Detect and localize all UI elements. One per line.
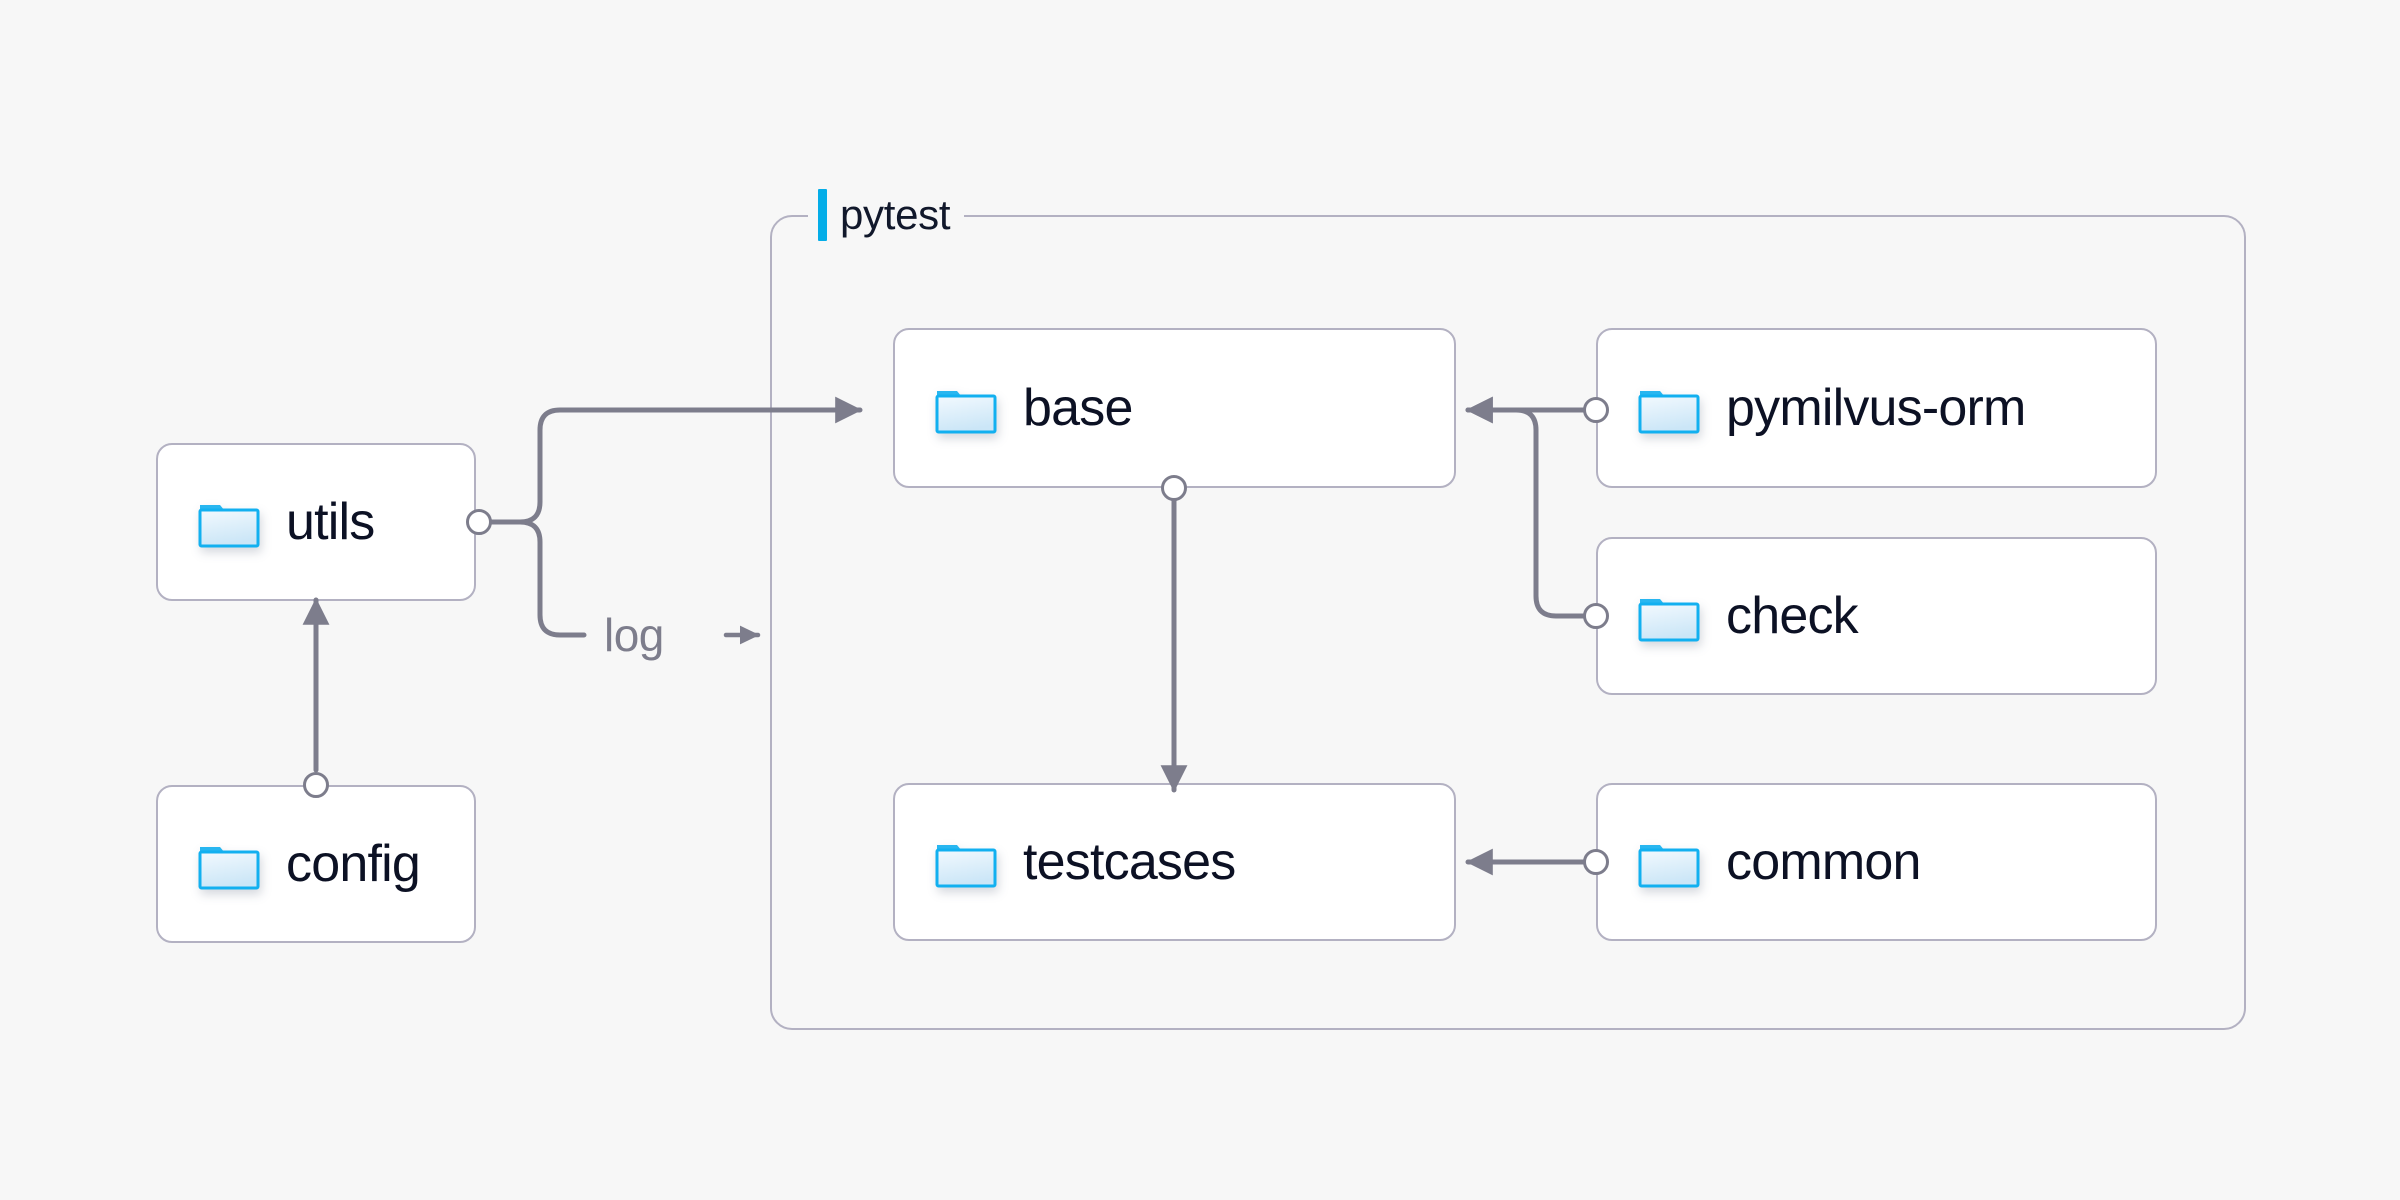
port-common-left[interactable] <box>1583 849 1609 875</box>
node-testcases[interactable]: testcases <box>893 783 1456 941</box>
group-pytest-label: pytest <box>808 188 965 242</box>
accent-bar-icon <box>818 189 827 241</box>
node-common-label: common <box>1726 833 1921 891</box>
edge-label-log: log <box>604 609 664 661</box>
node-base-label: base <box>1023 379 1133 437</box>
port-config-top[interactable] <box>303 772 329 798</box>
folder-icon <box>198 496 260 548</box>
node-pymilvus-orm-label: pymilvus-orm <box>1726 379 2026 437</box>
node-pymilvus-orm[interactable]: pymilvus-orm <box>1596 328 2157 488</box>
node-utils[interactable]: utils <box>156 443 476 601</box>
node-base[interactable]: base <box>893 328 1456 488</box>
folder-icon <box>1638 382 1700 434</box>
node-utils-label: utils <box>286 493 375 551</box>
folder-icon <box>1638 836 1700 888</box>
edge-utils-to-pytest-log <box>489 519 587 638</box>
node-check[interactable]: check <box>1596 537 2157 695</box>
folder-icon <box>1638 590 1700 642</box>
node-config-label: config <box>286 835 421 893</box>
node-check-label: check <box>1726 587 1859 645</box>
folder-icon <box>198 838 260 890</box>
port-check-left[interactable] <box>1583 603 1609 629</box>
group-pytest-label-text: pytest <box>840 191 951 238</box>
folder-icon <box>935 836 997 888</box>
port-pymilvus-orm-left[interactable] <box>1583 397 1609 423</box>
group-pytest[interactable] <box>770 215 2246 1030</box>
node-testcases-label: testcases <box>1023 833 1236 891</box>
node-common[interactable]: common <box>1596 783 2157 941</box>
folder-icon <box>935 382 997 434</box>
port-base-bottom[interactable] <box>1161 475 1187 501</box>
port-utils-right[interactable] <box>466 509 492 535</box>
node-config[interactable]: config <box>156 785 476 943</box>
